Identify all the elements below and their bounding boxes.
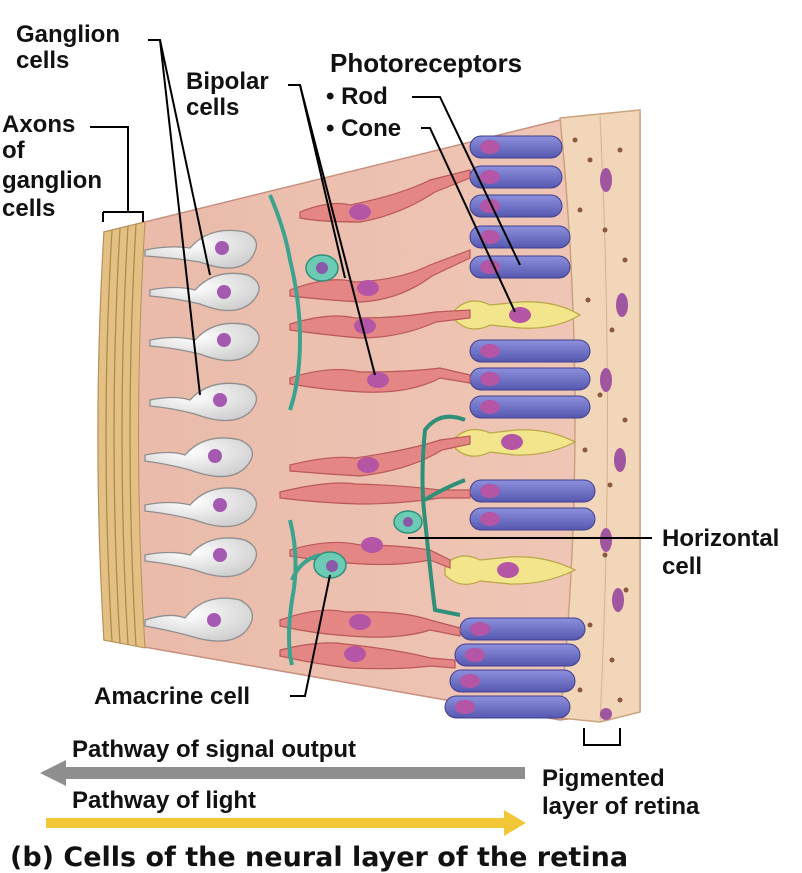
leader-lines <box>90 39 652 746</box>
label-bipolar-cells-1: Bipolar <box>186 68 269 95</box>
label-axons-3: ganglion <box>2 167 102 194</box>
label-pigmented-2: layer of retina <box>542 793 700 820</box>
signal-output-arrow <box>40 760 525 786</box>
figure-caption: (b) Cells of the neural layer of the ret… <box>10 842 628 873</box>
label-pathway-light: Pathway of light <box>72 787 256 814</box>
label-amacrine-cell: Amacrine cell <box>94 683 250 710</box>
label-bipolar-cells-2: cells <box>186 94 239 121</box>
light-arrow <box>46 810 526 836</box>
axon-band <box>97 221 146 649</box>
rods <box>444 135 596 719</box>
label-axons-4: cells <box>2 195 55 222</box>
label-photoreceptors: Photoreceptors <box>330 48 522 78</box>
label-pathway-output: Pathway of signal output <box>72 736 356 763</box>
label-ganglion-cells-1: Ganglion <box>16 21 120 48</box>
horizontal-processes <box>420 414 466 617</box>
label-rod: • Rod <box>326 83 388 110</box>
label-pigmented-1: Pigmented <box>542 765 665 792</box>
label-axons-1: Axons <box>2 111 75 138</box>
label-axons-2: of <box>2 137 26 164</box>
label-cone: • Cone <box>326 115 401 142</box>
ganglion-cells <box>144 229 260 642</box>
label-ganglion-cells-2: cells <box>16 47 69 74</box>
label-horizontal-cell-1: Horizontal <box>662 525 779 552</box>
amacrine-processes <box>268 194 321 666</box>
ganglion-nuclei <box>207 241 231 627</box>
label-horizontal-cell-2: cell <box>662 553 702 580</box>
bipolar-nuclei <box>344 204 389 662</box>
cones <box>444 300 582 585</box>
